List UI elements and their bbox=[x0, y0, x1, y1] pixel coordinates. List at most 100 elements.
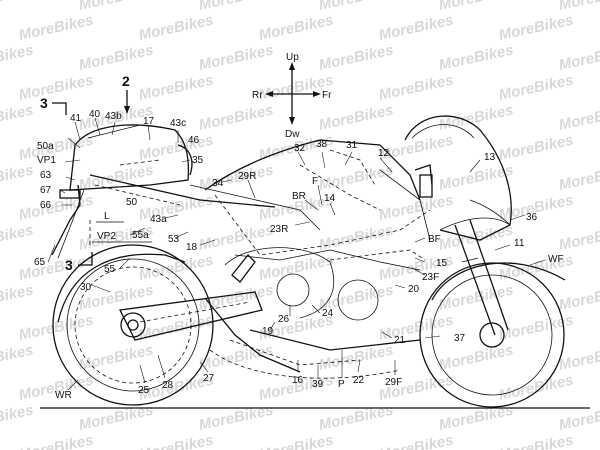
ref-37: 37 bbox=[454, 333, 466, 344]
watermark-text: MoreBikes bbox=[0, 102, 35, 134]
ref-28: 28 bbox=[162, 380, 174, 391]
ref-26: 26 bbox=[278, 314, 290, 325]
ref-19: 19 bbox=[262, 326, 274, 337]
watermark-text: MoreBikes bbox=[377, 12, 455, 44]
watermark-text: MoreBikes bbox=[557, 42, 600, 74]
front-fender bbox=[431, 262, 566, 301]
ref-34: 34 bbox=[212, 178, 224, 189]
watermark-text: MoreBikes bbox=[17, 432, 95, 450]
watermark-text: MoreBikes bbox=[197, 42, 275, 74]
watermark-text: MoreBikes bbox=[77, 42, 155, 74]
watermark-text: MoreBikes bbox=[377, 432, 455, 450]
rear-shock bbox=[231, 254, 256, 283]
ref-13: 13 bbox=[484, 152, 496, 163]
ref-38: 38 bbox=[316, 139, 328, 150]
compass-rear-label: Rr bbox=[252, 90, 263, 101]
watermark-text: MoreBikes bbox=[257, 12, 335, 44]
watermark-text: MoreBikes bbox=[377, 72, 455, 104]
ref-43a: 43a bbox=[150, 214, 167, 225]
ref-31: 31 bbox=[346, 140, 358, 151]
ref-20: 20 bbox=[408, 284, 420, 295]
watermark-text: MoreBikes bbox=[137, 12, 215, 44]
swing-arm bbox=[119, 291, 263, 341]
watermark-text: MoreBikes bbox=[77, 342, 155, 374]
watermark-text: MoreBikes bbox=[257, 432, 335, 450]
ref-15: 15 bbox=[436, 258, 448, 269]
direction-compass: Up Dw Rr Fr bbox=[252, 52, 332, 140]
ref-32: 32 bbox=[294, 143, 306, 154]
watermark-text: MoreBikes bbox=[0, 402, 35, 434]
watermark-text: MoreBikes bbox=[0, 342, 35, 374]
watermark-text: MoreBikes bbox=[497, 432, 575, 450]
ref-29f: 29F bbox=[385, 377, 402, 388]
ref-55: 55 bbox=[104, 264, 116, 275]
ref-25: 25 bbox=[138, 385, 150, 396]
compass-front-label: Fr bbox=[322, 90, 332, 101]
ref-wr: WR bbox=[55, 390, 72, 401]
ref-11: 11 bbox=[514, 238, 525, 249]
watermark-text: MoreBikes bbox=[17, 12, 95, 44]
ref-24: 24 bbox=[322, 308, 334, 319]
ref-65: 65 bbox=[34, 257, 46, 268]
ref-17: 17 bbox=[143, 116, 155, 127]
fuel-tank bbox=[204, 139, 421, 201]
rear-fender bbox=[57, 253, 186, 323]
front-fairing bbox=[404, 115, 512, 241]
watermark-text: MoreBikes bbox=[497, 372, 575, 404]
watermark-text: MoreBikes bbox=[557, 402, 600, 434]
ref-l: L bbox=[104, 211, 110, 222]
ref-53: 53 bbox=[168, 234, 180, 245]
reference-labels: 41 40 43b 17 43c 46 35 50a VP1 63 67 66 … bbox=[34, 109, 564, 401]
ref-36: 36 bbox=[526, 212, 538, 223]
watermark-text: MoreBikes bbox=[317, 162, 395, 194]
watermark-text: MoreBikes bbox=[17, 312, 95, 344]
ref-39: 39 bbox=[312, 379, 324, 390]
ref-27: 27 bbox=[203, 373, 215, 384]
section-mark-bottom: 3 bbox=[65, 257, 73, 273]
handlebar bbox=[414, 164, 433, 186]
watermark-text: MoreBikes bbox=[0, 282, 35, 314]
ref-30: 30 bbox=[80, 282, 92, 293]
ref-29r: 29R bbox=[238, 171, 256, 182]
watermark-text: MoreBikes bbox=[197, 102, 275, 134]
watermark-text: MoreBikes bbox=[437, 342, 515, 374]
ref-43b: 43b bbox=[105, 111, 122, 122]
ref-41: 41 bbox=[70, 113, 82, 124]
watermark-text: MoreBikes bbox=[137, 432, 215, 450]
watermark-text: MoreBikes bbox=[197, 342, 275, 374]
watermark-text: MoreBikes bbox=[0, 162, 35, 194]
watermark-text: MoreBikes bbox=[437, 42, 515, 74]
ref-bf: BF bbox=[428, 234, 441, 245]
watermark-text: MoreBikes bbox=[0, 222, 35, 254]
seat-tail bbox=[69, 124, 276, 208]
watermark-text: MoreBikes bbox=[497, 72, 575, 104]
watermark-text: MoreBikes bbox=[317, 402, 395, 434]
ref-55a: 55a bbox=[132, 230, 149, 241]
watermark-text: MoreBikes bbox=[0, 42, 35, 74]
ref-23r: 23R bbox=[270, 224, 288, 235]
front-fork bbox=[454, 219, 509, 336]
watermark-text: MoreBikes bbox=[17, 72, 95, 104]
ref-43c: 43c bbox=[170, 118, 186, 129]
compass-up-label: Up bbox=[286, 52, 299, 63]
ref-f: F bbox=[312, 176, 318, 187]
watermark-text: MoreBikes bbox=[17, 192, 95, 224]
ref-63: 63 bbox=[40, 170, 52, 181]
license-bracket bbox=[51, 184, 85, 259]
watermark-text: MoreBikes bbox=[77, 402, 155, 434]
ref-br: BR bbox=[292, 191, 306, 202]
watermark-text: MoreBikes bbox=[437, 162, 515, 194]
watermark-text: MoreBikes bbox=[17, 252, 95, 284]
watermark-text: MoreBikes bbox=[197, 402, 275, 434]
ref-wf: WF bbox=[548, 254, 564, 265]
ref-46: 46 bbox=[188, 135, 200, 146]
ref-18: 18 bbox=[186, 242, 198, 253]
ref-vp2: VP2 bbox=[97, 231, 116, 242]
watermark-text: MoreBikes bbox=[557, 162, 600, 194]
watermark-text: MoreBikes bbox=[137, 72, 215, 104]
watermark-text: MoreBikes bbox=[317, 42, 395, 74]
exhaust-pipe bbox=[204, 297, 301, 373]
watermark-text: MoreBikes bbox=[557, 222, 600, 254]
